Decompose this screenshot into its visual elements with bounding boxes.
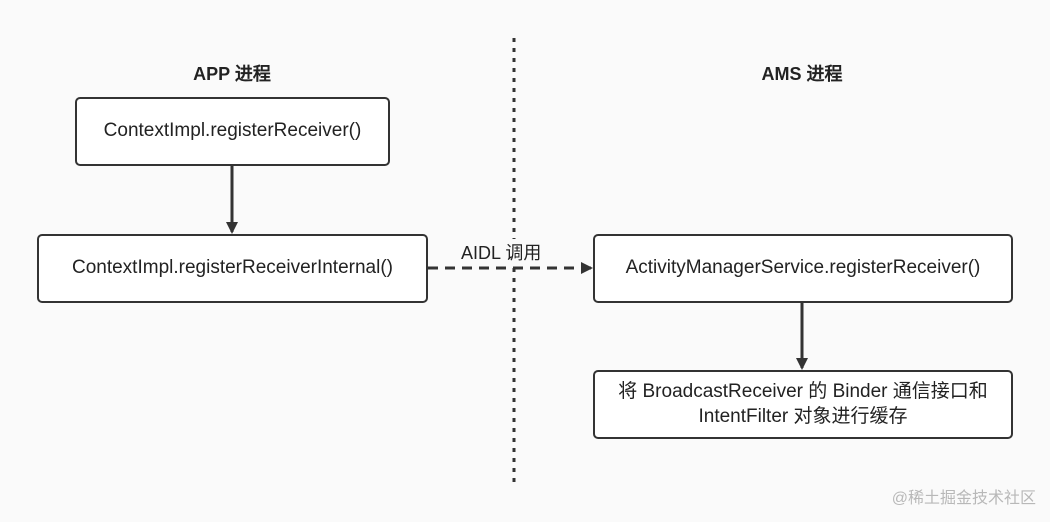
node-register-receiver-label: ContextImpl.registerReceiver() bbox=[103, 120, 362, 142]
node-register-receiver: ContextImpl.registerReceiver() bbox=[75, 97, 390, 166]
node-ams-register-receiver: ActivityManagerService.registerReceiver(… bbox=[593, 234, 1013, 303]
node-register-receiver-internal: ContextImpl.registerReceiverInternal() bbox=[37, 234, 428, 303]
edge-label-aidl: AIDL 调用 bbox=[457, 239, 546, 265]
node-ams-register-receiver-label: ActivityManagerService.registerReceiver(… bbox=[625, 257, 981, 279]
watermark: @稀土掘金技术社区 bbox=[891, 490, 1036, 507]
node-cache-line2: IntentFilter 对象进行缓存 bbox=[698, 405, 908, 427]
node-cache-line1: 将 BroadcastReceiver 的 Binder 通信接口和 bbox=[618, 380, 988, 402]
node-cache: 将 BroadcastReceiver 的 Binder 通信接口和 Inten… bbox=[593, 370, 1013, 439]
lane-title-ams: AMS 进程 bbox=[761, 64, 843, 84]
lane-title-app: APP 进程 bbox=[193, 64, 271, 84]
node-register-receiver-internal-label: ContextImpl.registerReceiverInternal() bbox=[71, 257, 393, 279]
